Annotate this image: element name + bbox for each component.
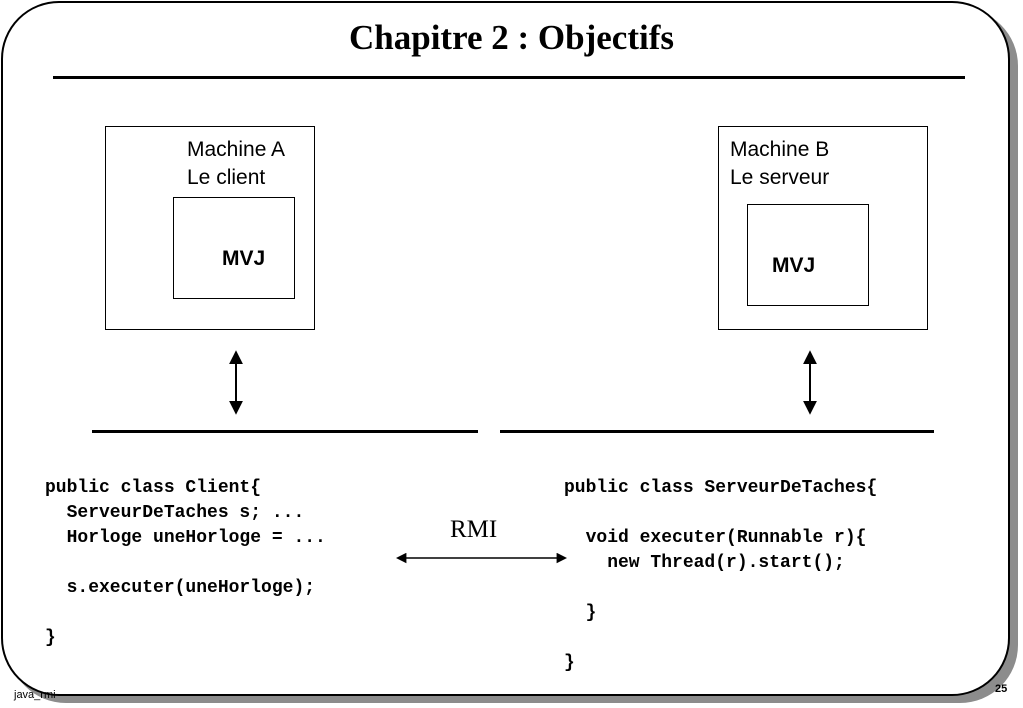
server-code: public class ServeurDeTaches{ void execu… — [564, 476, 877, 676]
page-number: 25 — [995, 683, 1008, 695]
client-code: public class Client{ ServeurDeTaches s; … — [45, 476, 326, 651]
code-line: } — [564, 653, 575, 673]
code-line: } — [45, 628, 56, 648]
machine-b-vm-box — [747, 204, 869, 306]
code-line: } — [564, 603, 597, 623]
server-separator-line — [500, 430, 934, 433]
machine-a-vm-label: MVJ — [222, 247, 266, 270]
code-line: new Thread(r).start(); — [564, 553, 845, 573]
footer-course-name: java_rmi — [14, 689, 56, 701]
slide-title: Chapitre 2 : Objectifs — [349, 18, 674, 57]
code-line: ServeurDeTaches s; ... — [45, 503, 305, 523]
code-line: public class ServeurDeTaches{ — [564, 478, 878, 498]
code-line: public class Client{ — [45, 478, 262, 498]
code-line: Horloge uneHorloge = ... — [45, 528, 326, 548]
machine-a-name: Machine A — [187, 138, 286, 161]
rmi-label: RMI — [450, 516, 498, 543]
machine-a-role: Le client — [187, 166, 266, 189]
client-separator-line — [92, 430, 478, 433]
code-line: void executer(Runnable r){ — [564, 528, 867, 548]
machine-b-name: Machine B — [730, 138, 830, 161]
machine-b-vm-label: MVJ — [772, 254, 816, 277]
code-line: s.executer(uneHorloge); — [45, 578, 316, 598]
machine-a-vm-box — [173, 197, 295, 299]
machine-b-role: Le serveur — [730, 166, 830, 189]
title-underline — [53, 76, 965, 79]
slide-frame — [1, 1, 1010, 696]
